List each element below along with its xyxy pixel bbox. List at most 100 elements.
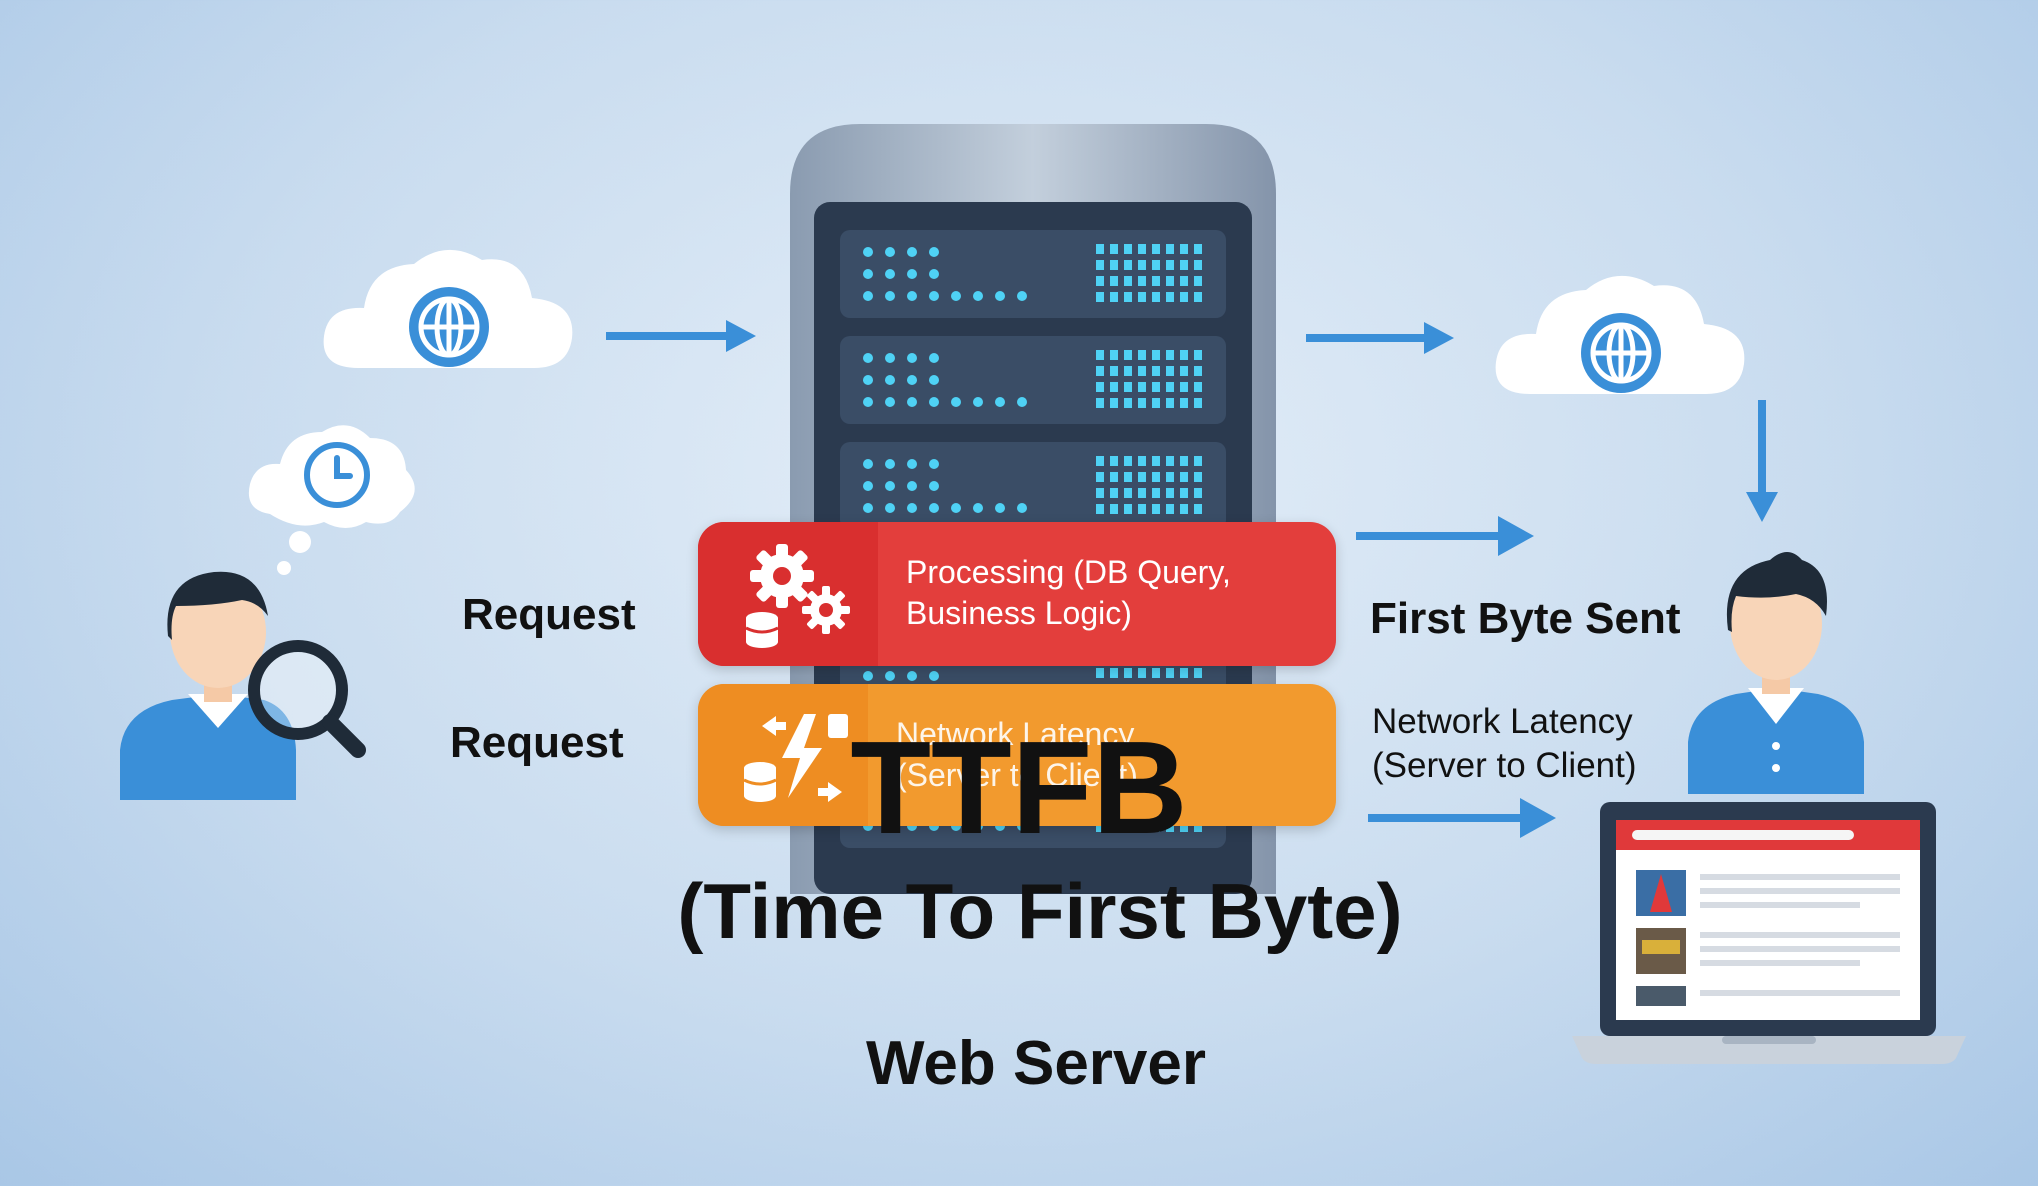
server-unit bbox=[840, 442, 1226, 530]
led-grid-cell bbox=[1166, 822, 1174, 832]
led-dot bbox=[929, 353, 939, 363]
led-grid-cell bbox=[1194, 244, 1202, 254]
led-grid-cell bbox=[1166, 276, 1174, 286]
clock-icon bbox=[302, 440, 372, 510]
led-grid-cell bbox=[1180, 456, 1188, 466]
led-dot bbox=[929, 291, 939, 301]
led-grid-cell bbox=[1152, 456, 1160, 466]
led-grid-cell bbox=[1124, 822, 1132, 832]
request-label-top: Request bbox=[462, 590, 636, 639]
led-grid-cell bbox=[1138, 366, 1146, 376]
led-grid-cell bbox=[1180, 822, 1188, 832]
led-dot bbox=[885, 503, 895, 513]
led-dot bbox=[863, 397, 873, 407]
gears-database-icon bbox=[742, 540, 862, 650]
led-grid-cell bbox=[1138, 292, 1146, 302]
led-grid-cell bbox=[1138, 260, 1146, 270]
led-grid-cell bbox=[1124, 504, 1132, 514]
led-grid-cell bbox=[1166, 398, 1174, 408]
led-dot bbox=[863, 291, 873, 301]
ttfb-subtitle: (Time To First Byte) bbox=[677, 867, 1403, 955]
led-grid-cell bbox=[1180, 350, 1188, 360]
led-grid-cell bbox=[1110, 244, 1118, 254]
led-grid-cell bbox=[1152, 472, 1160, 482]
server-unit bbox=[840, 336, 1226, 424]
led-dot bbox=[907, 481, 917, 491]
led-grid-cell bbox=[1124, 366, 1132, 376]
led-dot bbox=[885, 397, 895, 407]
led-dot bbox=[907, 353, 917, 363]
led-grid-cell bbox=[1138, 668, 1146, 678]
led-grid-cell bbox=[1166, 456, 1174, 466]
server-unit bbox=[840, 230, 1226, 318]
led-grid-cell bbox=[1124, 456, 1132, 466]
led-grid-cell bbox=[1096, 504, 1104, 514]
led-grid-cell bbox=[1152, 398, 1160, 408]
arrow-first-byte bbox=[1356, 512, 1536, 560]
request-label-bottom: Request bbox=[450, 718, 624, 767]
led-grid-cell bbox=[1152, 504, 1160, 514]
led-grid-cell bbox=[1152, 668, 1160, 678]
led-grid-cell bbox=[1194, 382, 1202, 392]
led-grid-cell bbox=[1194, 292, 1202, 302]
led-grid-cell bbox=[1166, 504, 1174, 514]
led-dot bbox=[863, 503, 873, 513]
user-avatar-left bbox=[118, 560, 368, 800]
led-grid-cell bbox=[1194, 822, 1202, 832]
led-dot bbox=[907, 397, 917, 407]
led-grid-cell bbox=[1138, 472, 1146, 482]
led-grid-cell bbox=[1124, 350, 1132, 360]
latency-icon-box bbox=[698, 684, 868, 826]
led-grid-cell bbox=[1110, 488, 1118, 498]
led-grid-cell bbox=[1110, 350, 1118, 360]
led-grid-cell bbox=[1180, 292, 1188, 302]
led-grid-cell bbox=[1152, 382, 1160, 392]
led-grid-cell bbox=[1180, 504, 1188, 514]
led-grid-cell bbox=[1110, 668, 1118, 678]
led-grid-cell bbox=[1110, 366, 1118, 376]
led-grid-cell bbox=[1152, 366, 1160, 376]
led-grid-cell bbox=[1096, 260, 1104, 270]
processing-band: Processing (DB Query, Business Logic) bbox=[698, 522, 1336, 666]
led-grid-cell bbox=[1166, 488, 1174, 498]
led-grid-cell bbox=[1124, 244, 1132, 254]
led-grid-cell bbox=[1194, 366, 1202, 376]
right-cloud bbox=[1490, 262, 1752, 402]
led-grid-cell bbox=[1124, 382, 1132, 392]
left-cloud bbox=[318, 236, 580, 376]
led-grid-cell bbox=[1180, 668, 1188, 678]
led-grid-cell bbox=[1166, 366, 1174, 376]
led-grid-cell bbox=[1180, 276, 1188, 286]
network-latency-right-line2: (Server to Client) bbox=[1372, 746, 1637, 785]
led-grid-cell bbox=[1180, 398, 1188, 408]
led-dot bbox=[907, 291, 917, 301]
led-dot bbox=[929, 671, 939, 681]
web-server-label: Web Server bbox=[865, 1029, 1207, 1098]
led-grid-cell bbox=[1194, 276, 1202, 286]
led-grid-cell bbox=[1152, 260, 1160, 270]
led-grid-cell bbox=[1110, 822, 1118, 832]
led-grid-cell bbox=[1124, 488, 1132, 498]
led-grid-cell bbox=[1096, 668, 1104, 678]
led-grid-cell bbox=[1152, 276, 1160, 286]
led-grid-cell bbox=[1152, 822, 1160, 832]
led-dot bbox=[929, 269, 939, 279]
processing-line2: Business Logic) bbox=[906, 595, 1132, 631]
led-dot bbox=[885, 481, 895, 491]
led-grid-cell bbox=[1096, 488, 1104, 498]
led-grid-cell bbox=[1194, 668, 1202, 678]
led-dot bbox=[1017, 503, 1027, 513]
led-dot bbox=[951, 291, 961, 301]
led-grid-cell bbox=[1166, 260, 1174, 270]
led-dot bbox=[907, 671, 917, 681]
led-grid-cell bbox=[1110, 292, 1118, 302]
led-grid-cell bbox=[1124, 668, 1132, 678]
led-grid-cell bbox=[1152, 350, 1160, 360]
led-grid-cell bbox=[1194, 398, 1202, 408]
led-dot bbox=[973, 291, 983, 301]
led-grid-cell bbox=[1138, 350, 1146, 360]
led-grid-cell bbox=[1110, 260, 1118, 270]
latency-band-line2: (Server to Client) bbox=[896, 757, 1138, 793]
latency-band-text: Network Latency (Server to Client) bbox=[896, 714, 1138, 796]
led-dot bbox=[995, 291, 1005, 301]
